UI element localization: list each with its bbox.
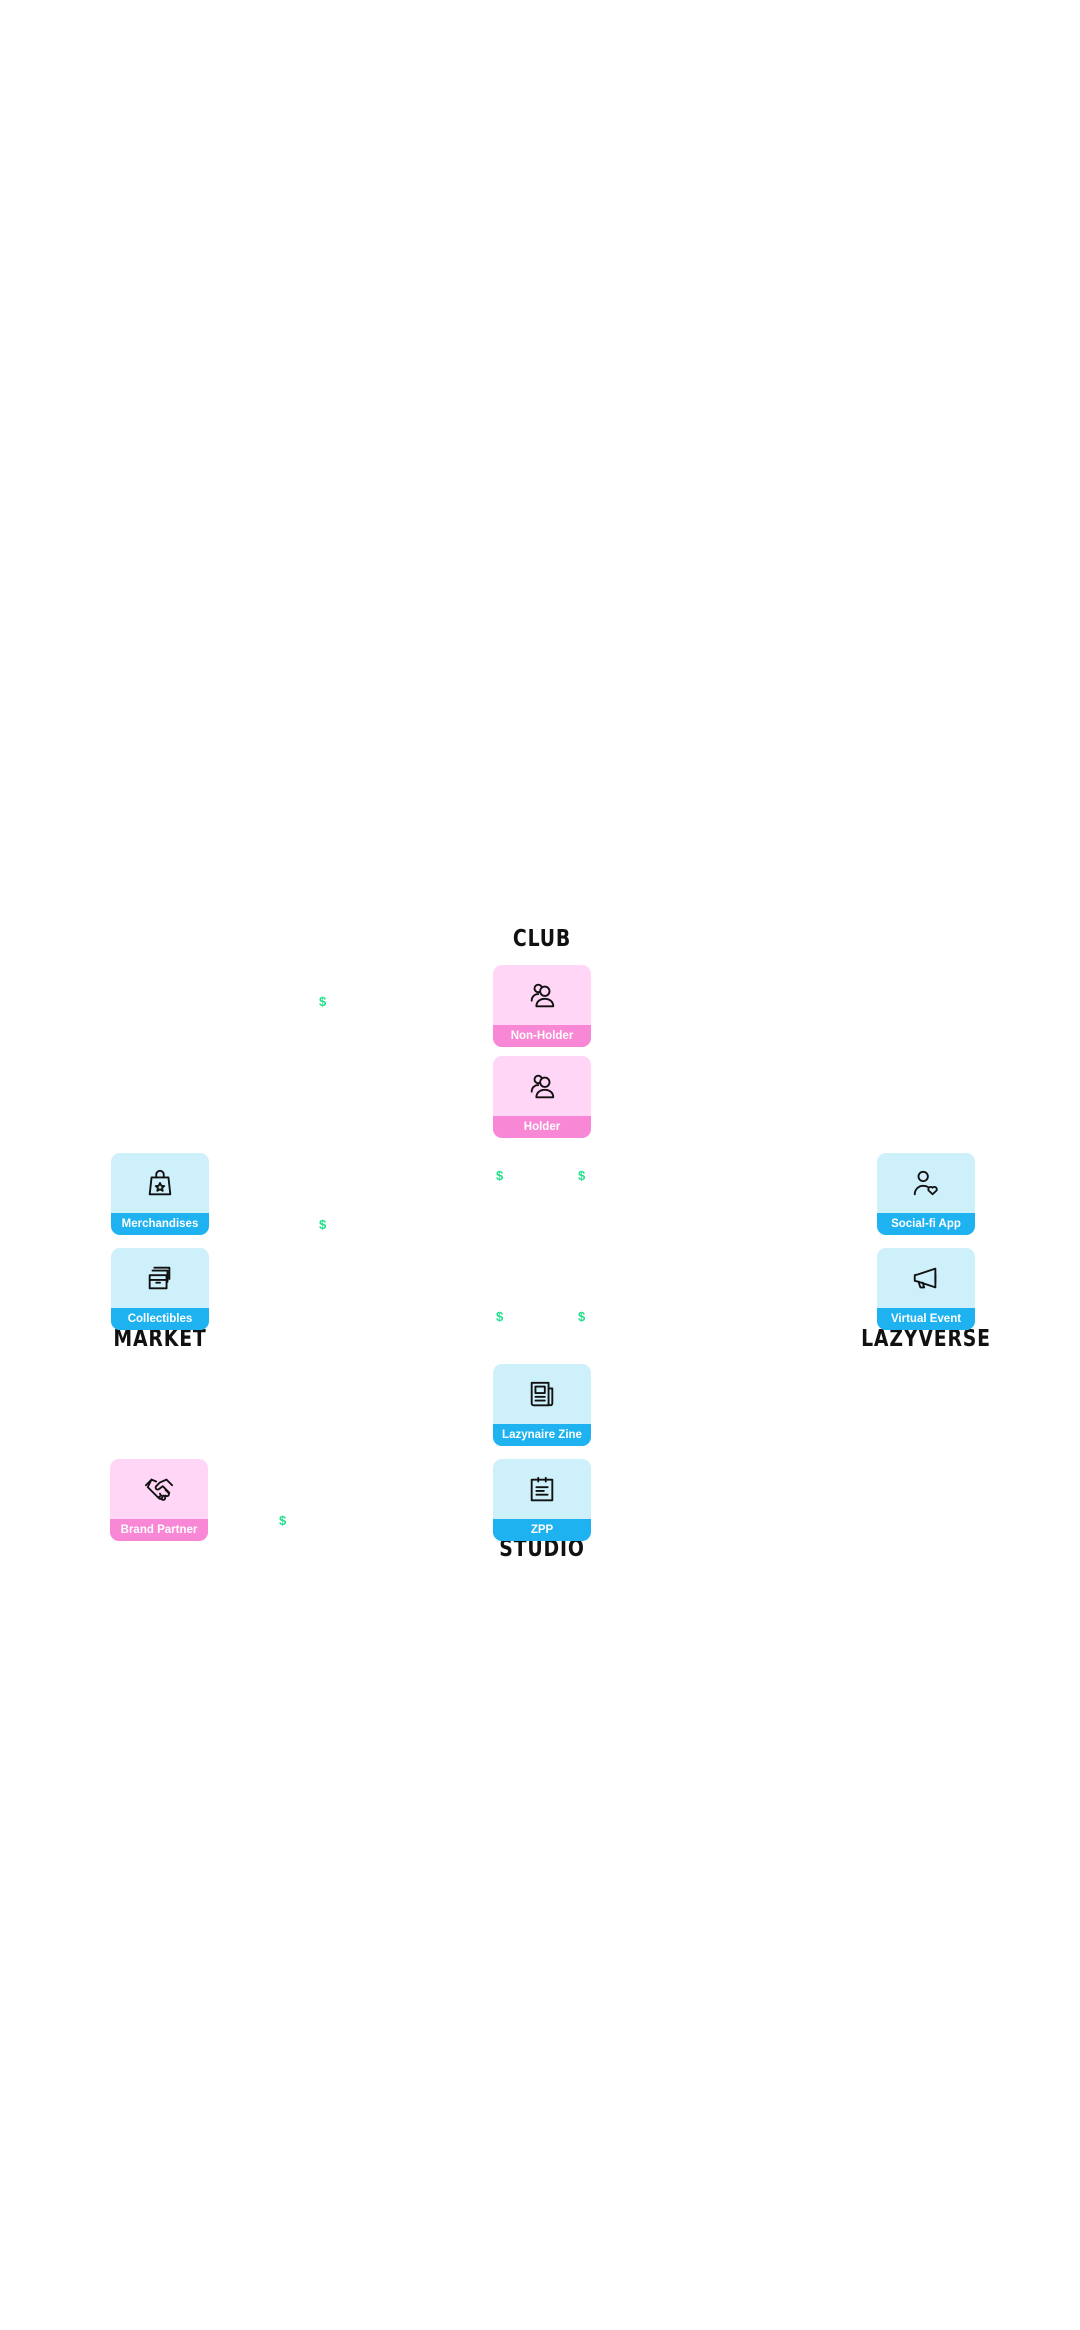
dollar-marker: $	[319, 1217, 327, 1232]
lazynaire-zine-label: Lazynaire Zine	[493, 1424, 591, 1446]
box-icon	[111, 1248, 209, 1308]
shopping-bag-icon	[111, 1153, 209, 1213]
users-icon	[493, 965, 591, 1025]
brand-partner-label: Brand Partner	[110, 1519, 208, 1541]
virtual-event-label: Virtual Event	[877, 1308, 975, 1330]
social-fi-app-label: Social-fi App	[877, 1213, 975, 1235]
megaphone-icon	[877, 1248, 975, 1308]
user-heart-icon	[877, 1153, 975, 1213]
market-title: MARKET	[113, 1326, 207, 1352]
lazyverse-title: LAZYVERSE	[861, 1326, 991, 1352]
holder-label: Holder	[493, 1116, 591, 1138]
holder-card[interactable]: Holder	[493, 1056, 591, 1138]
handshake-icon	[110, 1459, 208, 1519]
zpp-label: ZPP	[493, 1519, 591, 1541]
non-holder-card[interactable]: Non-Holder	[493, 965, 591, 1047]
merchandises-label: Merchandises	[111, 1213, 209, 1235]
dollar-marker: $	[578, 1168, 586, 1183]
social-fi-app-card[interactable]: Social-fi App	[877, 1153, 975, 1235]
collectibles-label: Collectibles	[111, 1308, 209, 1330]
brand-partner-card[interactable]: Brand Partner	[110, 1459, 208, 1541]
non-holder-label: Non-Holder	[493, 1025, 591, 1047]
clipboard-list-icon	[493, 1459, 591, 1519]
dollar-marker: $	[319, 994, 327, 1009]
merchandises-card[interactable]: Merchandises	[111, 1153, 209, 1235]
virtual-event-card[interactable]: Virtual Event	[877, 1248, 975, 1330]
dollar-marker: $	[279, 1513, 287, 1528]
dollar-marker: $	[496, 1168, 504, 1183]
zpp-card[interactable]: ZPP	[493, 1459, 591, 1541]
club-title: CLUB	[512, 926, 572, 952]
lazynaire-zine-card[interactable]: Lazynaire Zine	[493, 1364, 591, 1446]
users-icon	[493, 1056, 591, 1116]
collectibles-card[interactable]: Collectibles	[111, 1248, 209, 1330]
dollar-marker: $	[496, 1309, 504, 1324]
dollar-marker: $	[578, 1309, 586, 1324]
newspaper-icon	[493, 1364, 591, 1424]
